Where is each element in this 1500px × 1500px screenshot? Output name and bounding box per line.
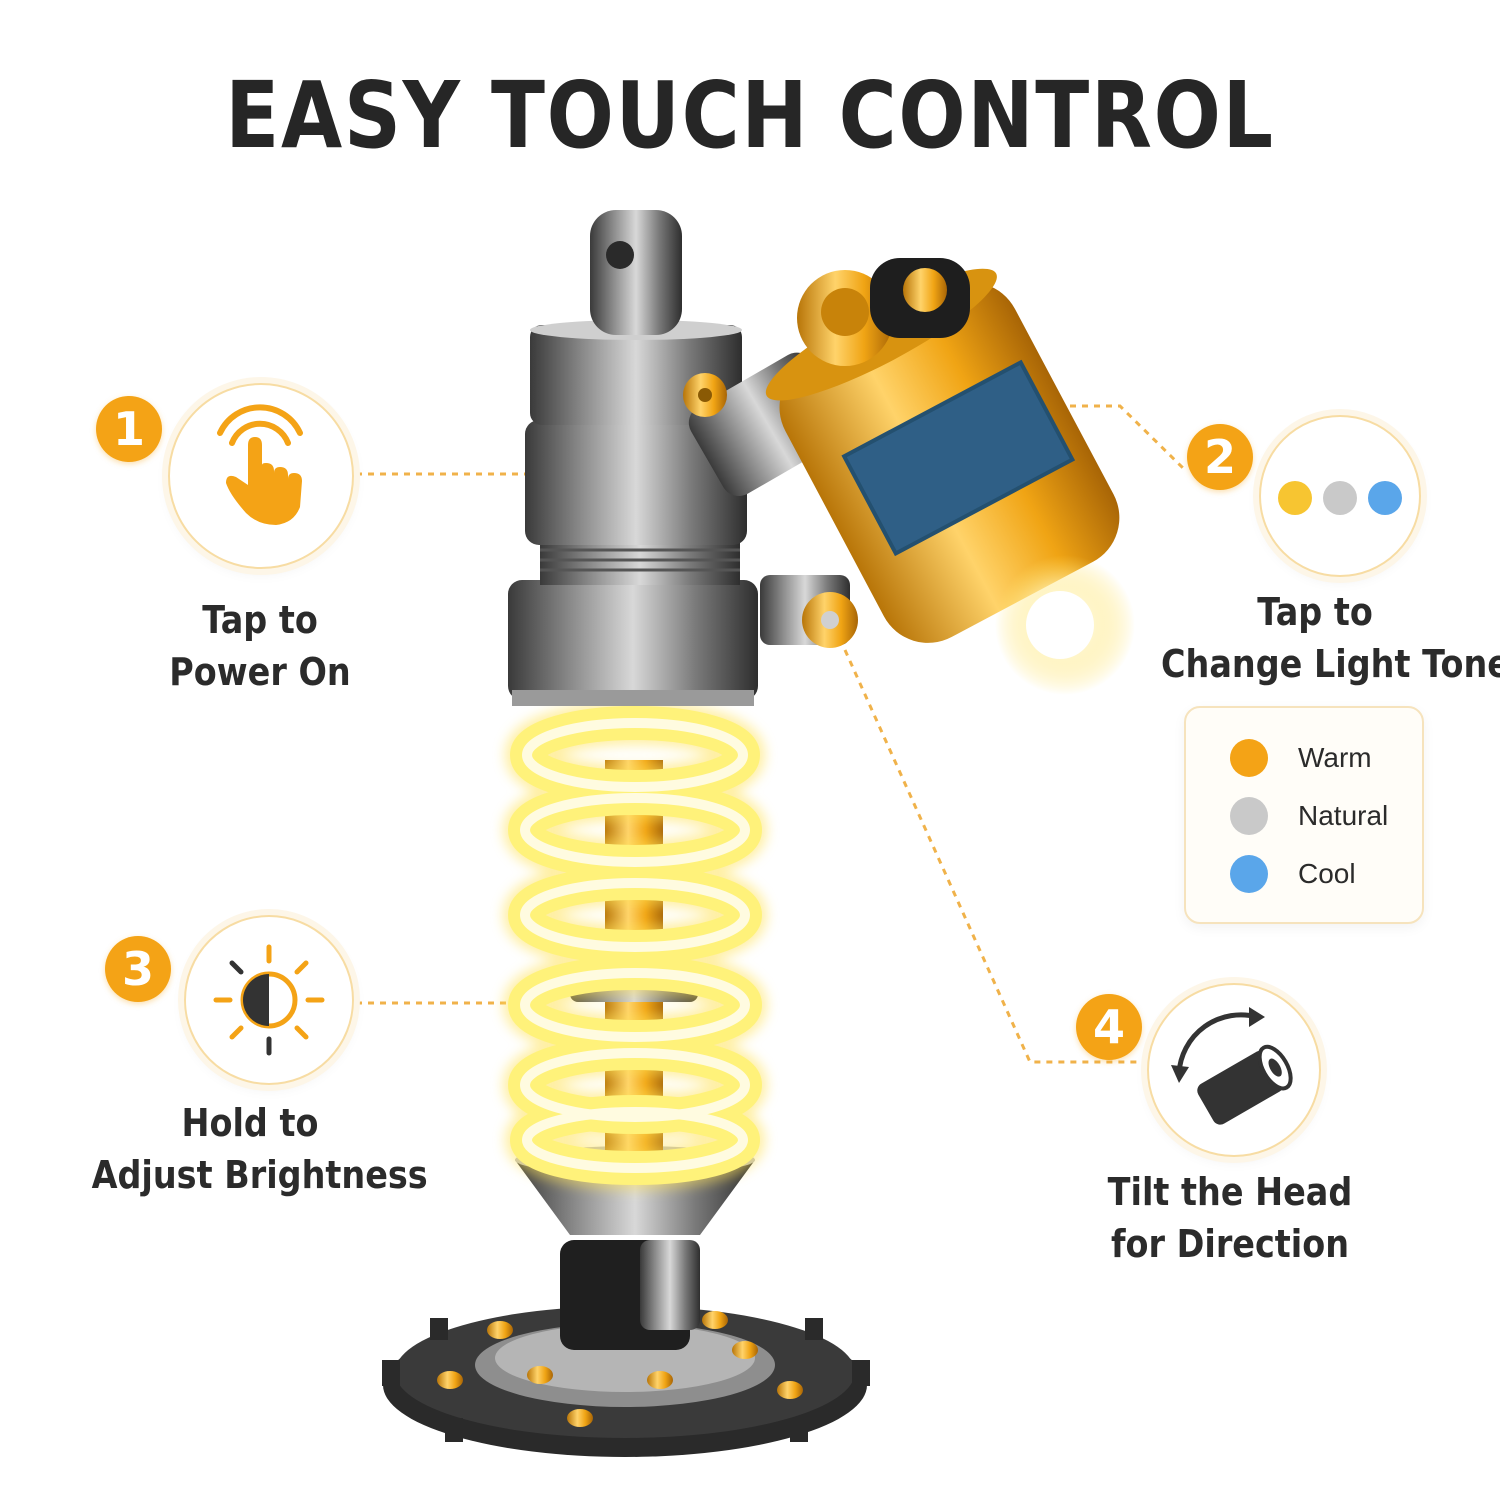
tone-label-cool: Cool: [1298, 858, 1356, 889]
tone-swatch-natural: [1230, 797, 1268, 835]
feature-3-line1: Hold to: [181, 1101, 319, 1145]
feature-1-line1: Tap to: [202, 598, 318, 642]
feature-3-icon-circle: [184, 915, 354, 1085]
light-tone-legend: Warm Natural Cool: [1184, 706, 1424, 924]
feature-1-icon-circle: [168, 383, 354, 569]
page-title: EASY TOUCH CONTROL: [225, 62, 1275, 169]
tone-row-natural: Natural: [1230, 796, 1388, 836]
natural-dot: [1323, 481, 1357, 515]
feature-2-line2: Change Light Tone: [1161, 642, 1500, 686]
feature-2-number-badge: 2: [1187, 424, 1253, 490]
feature-1-label: Tap to Power On: [154, 594, 365, 698]
color-dots-icon: [1278, 481, 1402, 515]
feature-2-label: Tap to Change Light Tone: [1161, 586, 1500, 690]
tone-label-warm: Warm: [1298, 742, 1372, 773]
feature-2-icon-circle: [1259, 415, 1421, 577]
tone-swatch-cool: [1230, 855, 1268, 893]
tilt-head-icon: [1171, 1007, 1293, 1125]
tap-hand-icon: [217, 404, 303, 525]
feature-4-icon-circle: [1147, 983, 1321, 1157]
feature-1-number-badge: 1: [96, 396, 162, 462]
brightness-icon: [213, 944, 325, 1056]
feature-2-line1: Tap to: [1257, 590, 1373, 634]
tone-row-warm: Warm: [1230, 738, 1372, 778]
cool-dot: [1368, 481, 1402, 515]
feature-4-line2: for Direction: [1110, 1222, 1350, 1266]
glowing-spring: [503, 701, 767, 1190]
feature-4-number-badge: 4: [1076, 994, 1142, 1060]
feature-4-line1: Tilt the Head: [1107, 1170, 1353, 1214]
feature-3-label: Hold to Adjust Brightness: [91, 1097, 428, 1201]
tone-swatch-warm: [1230, 739, 1268, 777]
gear-base: [382, 1306, 870, 1457]
feature-3-number-badge: 3: [105, 936, 171, 1002]
feature-3-line2: Adjust Brightness: [91, 1153, 428, 1197]
tone-label-natural: Natural: [1298, 800, 1389, 831]
warm-dot: [1278, 481, 1312, 515]
feature-1-line2: Power On: [169, 650, 351, 694]
feature-4-label: Tilt the Head for Direction: [1098, 1166, 1362, 1270]
tone-row-cool: Cool: [1230, 854, 1356, 894]
